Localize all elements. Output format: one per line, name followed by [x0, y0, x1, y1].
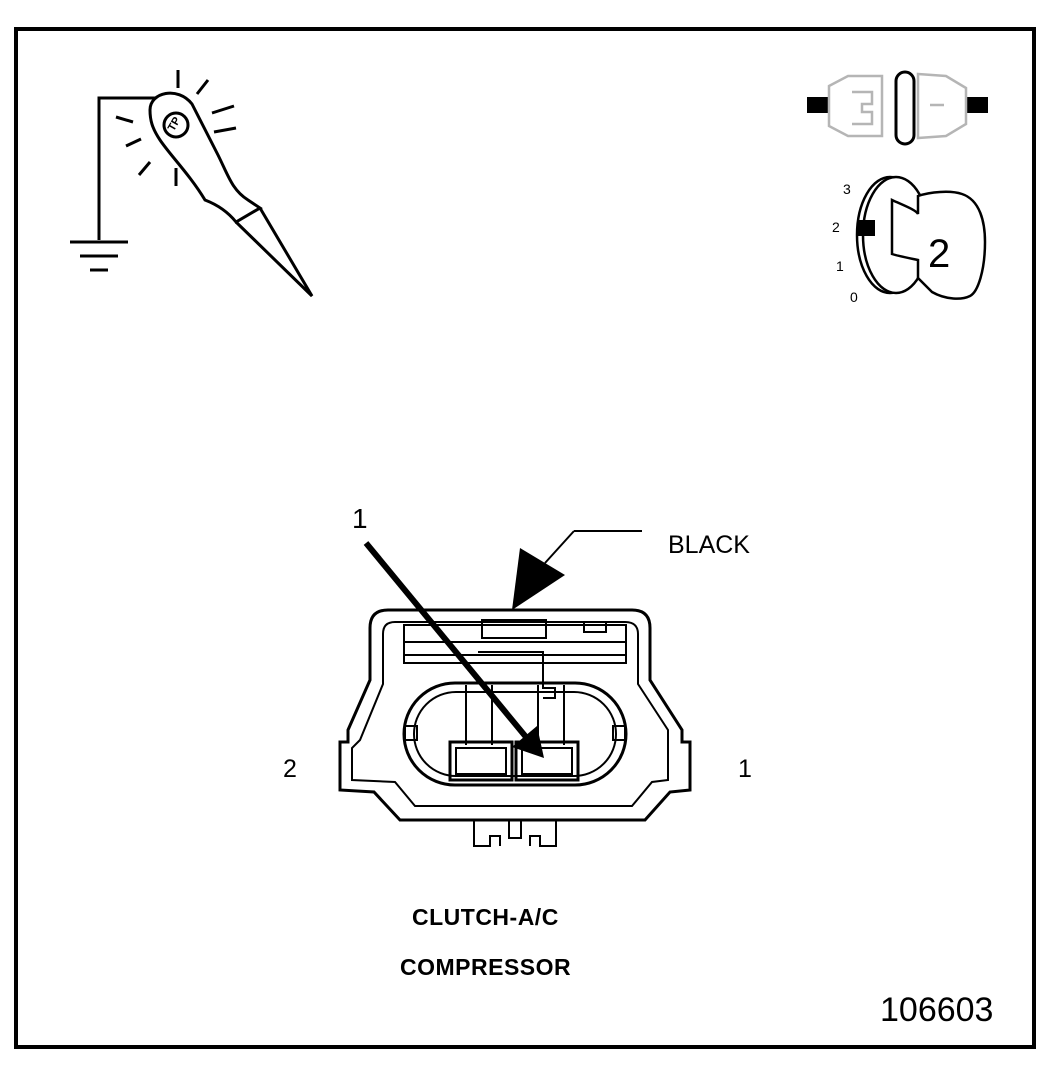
color-leader-arrow — [512, 530, 642, 610]
figure-number: 106603 — [880, 991, 994, 1029]
wire-color-label: BLACK — [668, 531, 750, 559]
connector-face-view — [338, 608, 692, 847]
key-position-3: 3 — [843, 181, 851, 197]
component-name-line1: CLUTCH-A/C — [412, 904, 559, 930]
key-position-marker — [857, 220, 875, 236]
test-light-icon — [70, 70, 314, 298]
pin-number-right: 1 — [738, 755, 752, 783]
pin-number-left: 2 — [283, 755, 297, 783]
ignition-key-icon — [855, 175, 987, 300]
key-position-1: 1 — [836, 258, 844, 274]
component-name-line2: COMPRESSOR — [400, 954, 572, 980]
disconnected-connector-icon — [807, 70, 988, 146]
callout-number: 1 — [352, 503, 368, 534]
key-position-0: 0 — [850, 289, 858, 305]
callout-arrow — [363, 541, 544, 758]
key-position-2: 2 — [832, 219, 840, 235]
key-number: 2 — [928, 232, 951, 276]
